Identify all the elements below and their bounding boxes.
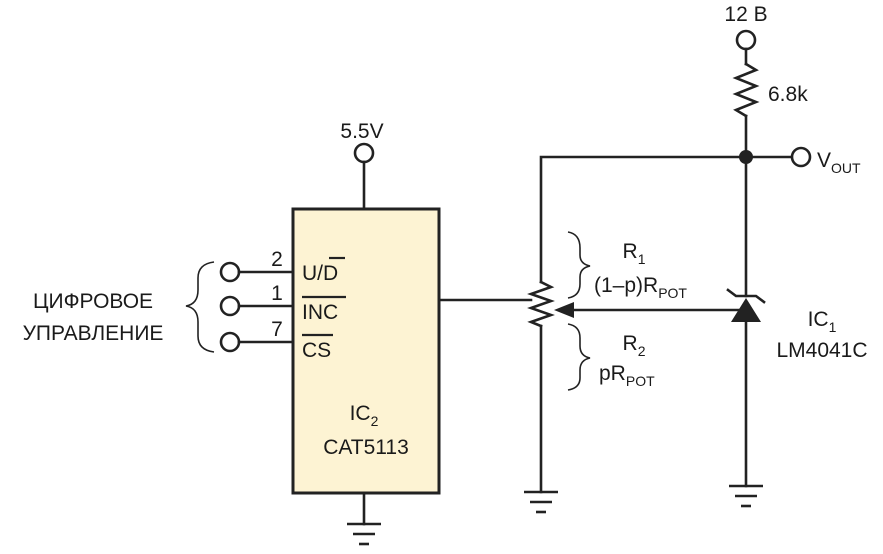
digital-control-brace: [185, 261, 215, 353]
r2-expression-label: pRPOT: [599, 362, 655, 389]
wiper-arrow: [554, 302, 574, 318]
pin-1-number: 1: [271, 282, 283, 305]
r1-name-label: R1: [623, 240, 646, 267]
pin-2-label: U/D: [302, 262, 338, 285]
digital-control-line2: УПРАВЛЕНИЕ: [23, 322, 164, 345]
zener-cathode-bar: [726, 288, 766, 304]
pin-1-terminal: [219, 295, 241, 317]
vout-terminal: [790, 146, 812, 168]
r1-expression-label: (1–p)RPOT: [594, 274, 687, 301]
resistor-6k8-label: 6.8k: [768, 83, 808, 106]
zener-triangle: [731, 298, 761, 322]
supply-12v-label: 12 В: [724, 3, 767, 26]
supply-5v5-terminal: [353, 142, 375, 164]
r1-brace: [567, 231, 591, 299]
ic2-body: [291, 207, 441, 495]
pin-7-number: 7: [271, 318, 283, 341]
pin-1-label: INC: [302, 301, 338, 324]
ic1-label: IC1: [808, 308, 837, 335]
pin-2-number: 2: [271, 248, 283, 271]
ground-symbol-ic2: [347, 522, 381, 546]
r2-brace: [567, 323, 591, 391]
supply-5v5-label: 5.5V: [340, 120, 383, 143]
resistor-6k8: [732, 62, 760, 118]
digital-control-line1: ЦИФРОВОЕ: [33, 290, 153, 313]
ic2-part-label: CAT5113: [323, 436, 409, 459]
vout-label: VOUT: [817, 149, 861, 176]
ground-symbol-pot: [524, 490, 558, 514]
potentiometer: [527, 280, 555, 328]
supply-12v-terminal: [735, 29, 757, 51]
pin-7-label: CS: [302, 339, 331, 362]
pin-7-terminal: [219, 331, 241, 353]
ic2-label: IC2: [350, 402, 379, 429]
ic1-part-label: LM4041C: [776, 339, 867, 362]
r2-name-label: R2: [623, 332, 646, 359]
wire-node-to-pot-top: [539, 155, 748, 284]
pin-2-terminal: [219, 261, 241, 283]
ground-symbol-ic1: [729, 484, 763, 508]
